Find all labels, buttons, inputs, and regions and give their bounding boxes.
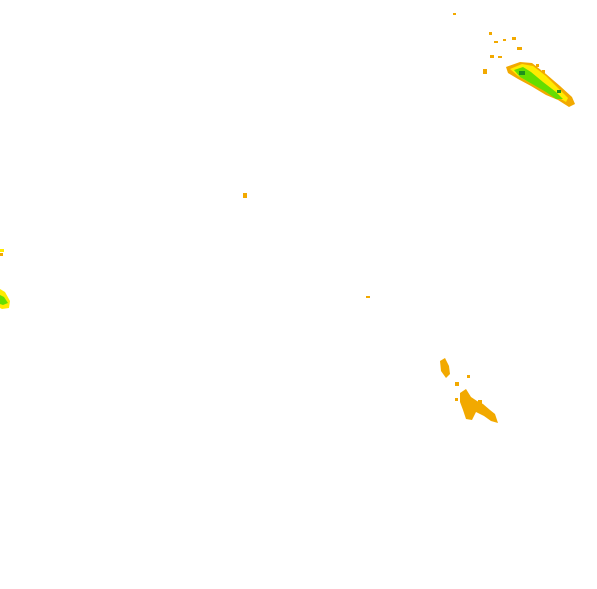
precip-cell-c1 bbox=[542, 70, 545, 73]
precip-cell-c1 bbox=[455, 398, 458, 401]
precip-cell-c4 bbox=[557, 90, 561, 93]
precip-cell-c1 bbox=[243, 193, 247, 198]
precip-cell-c3 bbox=[514, 67, 563, 99]
precip-cell-c1 bbox=[0, 253, 3, 256]
precip-cell-c2 bbox=[0, 249, 4, 252]
precip-cell-c1 bbox=[512, 37, 516, 40]
precip-cell-c1 bbox=[536, 64, 539, 67]
precip-cell-c1 bbox=[453, 13, 456, 15]
precip-cell-c1 bbox=[467, 375, 470, 378]
cluster-bottom-right bbox=[440, 358, 498, 423]
precip-cell-c4 bbox=[519, 71, 525, 75]
precip-cell-c1 bbox=[366, 296, 370, 298]
cluster-left-edge bbox=[0, 249, 10, 309]
precip-cell-c1 bbox=[489, 32, 492, 35]
precip-cell-c1 bbox=[478, 400, 482, 404]
precip-cell-c1 bbox=[483, 69, 487, 74]
cluster-center bbox=[243, 193, 370, 298]
precip-cell-c1 bbox=[498, 56, 502, 58]
precip-cell-c1 bbox=[494, 41, 498, 43]
precip-cell-c1 bbox=[517, 47, 522, 50]
cluster-top-right bbox=[453, 13, 575, 107]
precip-cell-c1 bbox=[460, 389, 498, 423]
precip-cell-c1 bbox=[455, 382, 459, 386]
precip-cell-c3 bbox=[0, 295, 8, 305]
precip-cell-c1 bbox=[503, 39, 506, 41]
precip-cell-c1 bbox=[440, 358, 450, 378]
precip-cell-c1 bbox=[490, 55, 494, 58]
